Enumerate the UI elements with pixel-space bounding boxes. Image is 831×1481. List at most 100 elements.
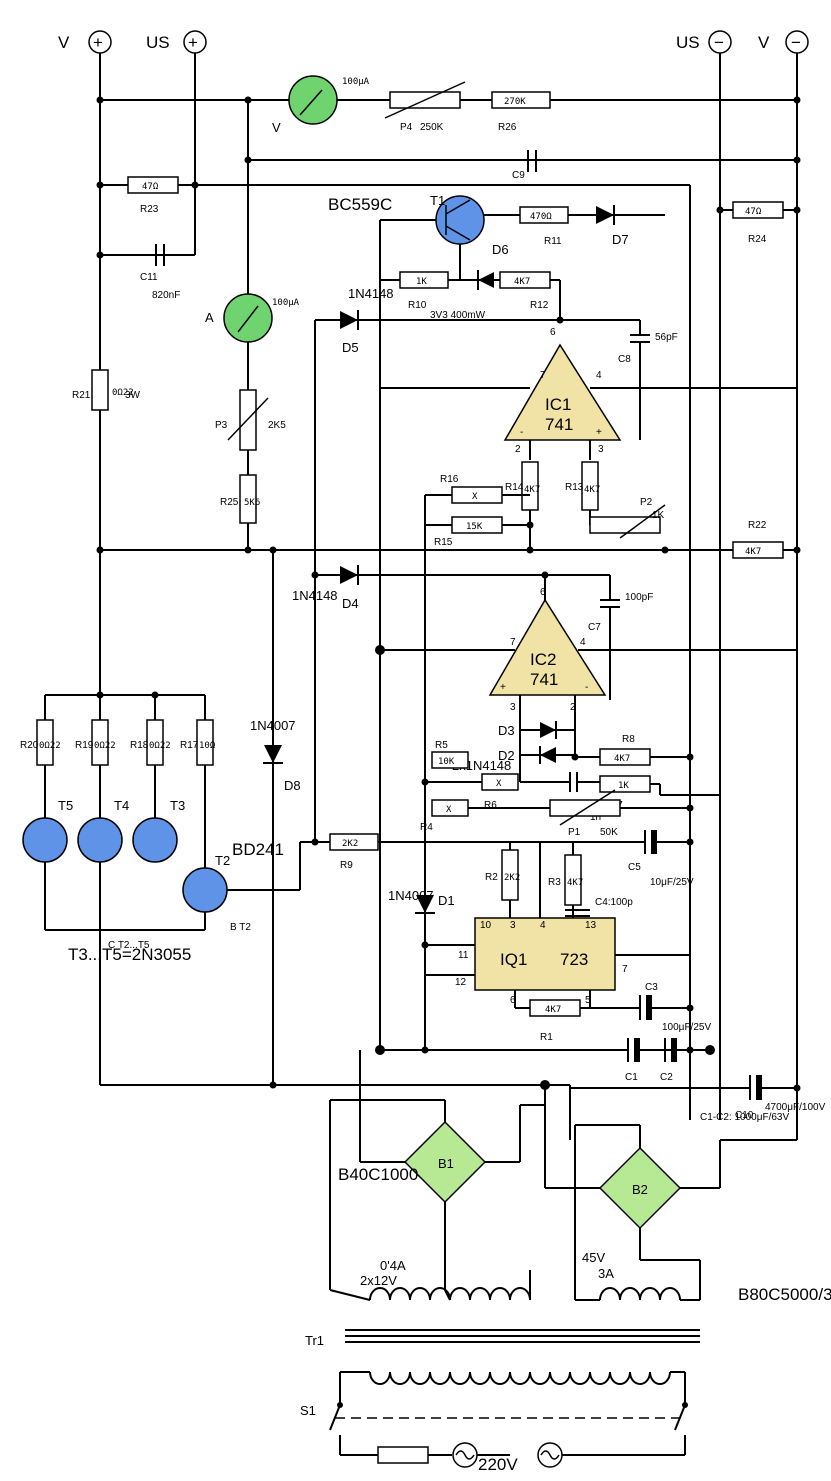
p2-value: 1K	[652, 510, 665, 521]
iq1-pin6: 6	[510, 995, 516, 1006]
r15-name: R15	[434, 537, 453, 548]
c6-value: 1n	[590, 812, 601, 823]
p1-name: P1	[568, 827, 581, 838]
capacitor-c1: C1	[380, 1038, 690, 1083]
voltmeter: V 100μA	[250, 75, 370, 135]
b2-label: B2	[632, 1182, 648, 1197]
us-plus-label: US	[146, 33, 170, 52]
iq1-label: IQ1	[500, 950, 527, 969]
diode-d8: D8 1N4007	[250, 550, 301, 1085]
p3-name: P3	[215, 420, 228, 431]
d6-label: D6	[492, 242, 509, 257]
r15-value: 15K	[466, 522, 483, 532]
capacitor-c2: C2	[660, 1038, 710, 1083]
c5-label: C5	[628, 862, 641, 873]
plus-sign: +	[93, 33, 103, 52]
resistor-r6: X R6	[425, 773, 519, 811]
capacitor-c4: C4:100p	[565, 897, 633, 917]
resistor-r10: 1K R10	[380, 271, 449, 311]
b2-type: B80C5000/3300	[738, 1285, 831, 1304]
c2-label: C2	[660, 1072, 673, 1083]
ammeter-range: 100μA	[272, 298, 300, 308]
tr1-label: Tr1	[305, 1333, 324, 1348]
d3-label: D3	[498, 723, 515, 738]
r23-value: 47Ω	[142, 182, 159, 192]
r12-value: 4K7	[514, 277, 530, 287]
resistor-r20: 0Ω22 R20	[20, 694, 205, 818]
junctions	[96, 96, 801, 1092]
ic2-pin4: 4	[580, 637, 586, 648]
r11-name: R11	[544, 236, 562, 247]
mains-input: S1 220V	[300, 1372, 688, 1474]
minus-sign: −	[791, 33, 801, 52]
c11-label: C11	[140, 272, 158, 283]
r8-value: 4K7	[614, 754, 630, 764]
ic2-pin3: 3	[510, 702, 516, 713]
resistor-r23: 47Ω R23	[127, 176, 179, 215]
c8-label: C8	[618, 354, 631, 365]
c7-label: C7	[588, 622, 601, 633]
c10-label: C10	[735, 1110, 754, 1121]
t1-label: T1	[430, 193, 445, 208]
t5-label: T5	[58, 798, 73, 813]
terminal-v-plus: + V	[58, 30, 112, 54]
r20-name: R20	[20, 740, 39, 751]
r2-value: 2K2	[504, 873, 520, 883]
ic1-pin6: 6	[550, 327, 556, 338]
minus-sign: −	[714, 33, 724, 52]
sec2-voltage: 45V	[582, 1250, 605, 1265]
pot-p4: P4 250K	[337, 81, 466, 133]
resistor-r15: 15K R15	[424, 494, 530, 1050]
r6-name: R6	[484, 800, 497, 811]
iq1-pin11: 11	[458, 950, 469, 961]
diode-d7: D7	[568, 205, 665, 247]
diodes-d2-d3: D3 D2 2x1N4148	[452, 721, 576, 782]
d5-type: 1N4148	[348, 286, 394, 301]
transistor-t1: T1 BC559C	[328, 193, 485, 1050]
ic1-label: IC1	[545, 395, 571, 414]
t3t5-type: T3...T5=2N3055	[68, 945, 191, 964]
bridge-b2: B2 B80C5000/3300	[544, 1085, 831, 1304]
resistor-r2: 2K2 R2	[485, 842, 520, 918]
iq1-pin7: 7	[622, 964, 628, 975]
r9-name: R9	[340, 860, 353, 871]
d8-label: D8	[284, 778, 301, 793]
mains-voltage: 220V	[478, 1455, 518, 1474]
p3-value: 2K5	[268, 420, 286, 431]
ic1-pin2: 2	[515, 444, 521, 455]
terminal-v-minus: − V	[758, 30, 809, 54]
r16-name: R16	[440, 474, 459, 485]
r25-name: R25	[220, 497, 239, 508]
r21-value: 0Ω22	[112, 388, 134, 398]
diode-d4: D4 1N4148	[292, 565, 610, 611]
iq1-pin13: 13	[585, 920, 597, 931]
resistor-r11: 470Ω R11	[484, 206, 569, 247]
resistor-r22: 4K7 R22	[732, 520, 784, 559]
d8-type: 1N4007	[250, 718, 296, 733]
iq1-type: 723	[560, 950, 588, 969]
resistor-r4: X R4	[420, 799, 550, 833]
capacitor-c11: C11 820nF	[140, 244, 180, 301]
p4-name: P4	[400, 122, 413, 133]
capacitor-c10: C10 4700μF/100V C1-C2: 1000μF/63V	[570, 1075, 826, 1123]
resistor-r19: 0Ω22 R19	[75, 719, 116, 818]
r22-name: R22	[748, 520, 767, 531]
r10-value: 1K	[416, 277, 427, 287]
r10-name: R10	[408, 300, 427, 311]
c10-value: 4700μF/100V	[765, 1102, 826, 1113]
diode-d6: D6 3V3 400mW	[430, 242, 509, 321]
b1-label: B1	[438, 1156, 454, 1171]
r17-value: 10Ω	[199, 741, 216, 751]
r5-value: 10K	[438, 757, 455, 767]
r4-name: R4	[420, 822, 433, 833]
t2-type: BD241	[232, 840, 284, 859]
ct2t5-label: C T2...T5	[108, 940, 150, 951]
r4-value: X	[446, 805, 452, 815]
capacitor-c8: C8 56pF	[618, 320, 678, 440]
r19-value: 0Ω22	[94, 741, 116, 751]
r3-value: 4K7	[567, 878, 583, 888]
ic1-pin7: 7	[540, 370, 546, 381]
r6-value: X	[496, 779, 502, 789]
r21-power: 3W	[125, 390, 141, 401]
r19-name: R19	[75, 740, 94, 751]
